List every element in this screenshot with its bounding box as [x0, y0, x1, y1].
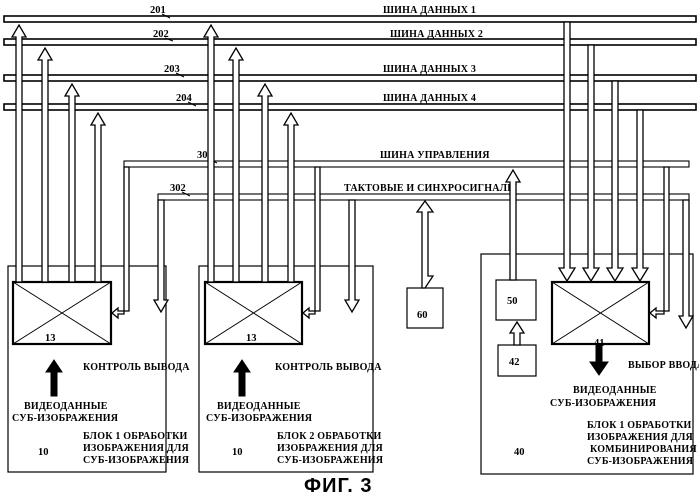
block-1-inner-ref: 13: [45, 333, 56, 344]
block-40-inner-unit: [552, 282, 649, 344]
unit-60: [407, 288, 443, 328]
bus-202-label: ШИНА ДАННЫХ 2: [390, 29, 483, 40]
block-40-output-label-2: СУБ-ИЗОБРАЖЕНИЯ: [550, 398, 657, 409]
block-1-arrow-to-bus-3: [65, 84, 79, 282]
block-40-name-3: КОМБИНИРОВАНИЯ: [590, 444, 697, 455]
block-1-output-control: КОНТРОЛЬ ВЫВОДА: [83, 362, 190, 373]
block-2-arrow-to-bus-3: [258, 84, 272, 282]
block-2-inner-ref: 13: [246, 333, 257, 344]
bus-201-label: ШИНА ДАННЫХ 1: [383, 5, 476, 16]
block-40-input-select: ВЫБОР ВВОДА: [628, 360, 699, 371]
block-2-input-label-1: ВИДЕОДАННЫЕ: [217, 401, 301, 412]
block-1-arrow-to-bus-1: [12, 25, 26, 282]
block-40-output-label-1: ВИДЕОДАННЫЕ: [573, 385, 657, 396]
box-50-ref: 50: [507, 296, 518, 307]
figure-caption: ФИГ. 3: [304, 475, 373, 497]
data-bus-2: [4, 39, 696, 45]
block-1-name-1: БЛОК 1 ОБРАБОТКИ: [83, 431, 188, 442]
block-2-input-label-2: СУБ-ИЗОБРАЖЕНИЯ: [206, 413, 313, 424]
block-1-arrow-to-bus-2: [38, 48, 52, 282]
block-40-name-1: БЛОК 1 ОБРАБОТКИ: [587, 420, 692, 431]
block-1-name-3: СУБ-ИЗОБРАЖЕНИЯ: [83, 455, 190, 466]
bus-203-label: ШИНА ДАННЫХ 3: [383, 64, 476, 75]
block-1-arrow-to-bus-4: [91, 113, 105, 282]
block-40-ref: 40: [514, 447, 525, 458]
block-2-name-3: СУБ-ИЗОБРАЖЕНИЯ: [277, 455, 384, 466]
block-2-name-2: ИЗОБРАЖЕНИЯ ДЛЯ: [277, 443, 383, 454]
block-2-output-control: КОНТРОЛЬ ВЫВОДА: [275, 362, 382, 373]
bus-204-ref: 204: [176, 93, 193, 104]
unit-60-ref: 60: [417, 310, 428, 321]
bus-204-label: ШИНА ДАННЫХ 4: [383, 93, 476, 104]
block-2-name-1: БЛОК 2 ОБРАБОТКИ: [277, 431, 382, 442]
block-1-name-2: ИЗОБРАЖЕНИЯ ДЛЯ: [83, 443, 189, 454]
block-40-name-4: СУБ-ИЗОБРАЖЕНИЯ: [587, 456, 694, 467]
bus-302-label: ТАКТОВЫЕ И СИНХРОСИГНАЛЫ: [344, 183, 517, 194]
box-42-ref: 42: [509, 357, 520, 368]
block-1-input-label-2: СУБ-ИЗОБРАЖЕНИЯ: [12, 413, 119, 424]
bus-3-to-block-41-arrow: [607, 81, 623, 281]
block-2-ref: 10: [232, 447, 243, 458]
block-40-name-2: ИЗОБРАЖЕНИЯ ДЛЯ: [587, 432, 693, 443]
bus-301-label: ШИНА УПРАВЛЕНИЯ: [380, 150, 490, 161]
data-bus-1: [4, 16, 696, 22]
block-1-input-label-1: ВИДЕОДАННЫЕ: [24, 401, 108, 412]
block-1-inner-unit: [13, 282, 111, 344]
unit-60-bidirectional-arrow: [417, 201, 433, 288]
bus-1-to-block-41-arrow: [559, 22, 575, 281]
block-1-ref: 10: [38, 447, 49, 458]
